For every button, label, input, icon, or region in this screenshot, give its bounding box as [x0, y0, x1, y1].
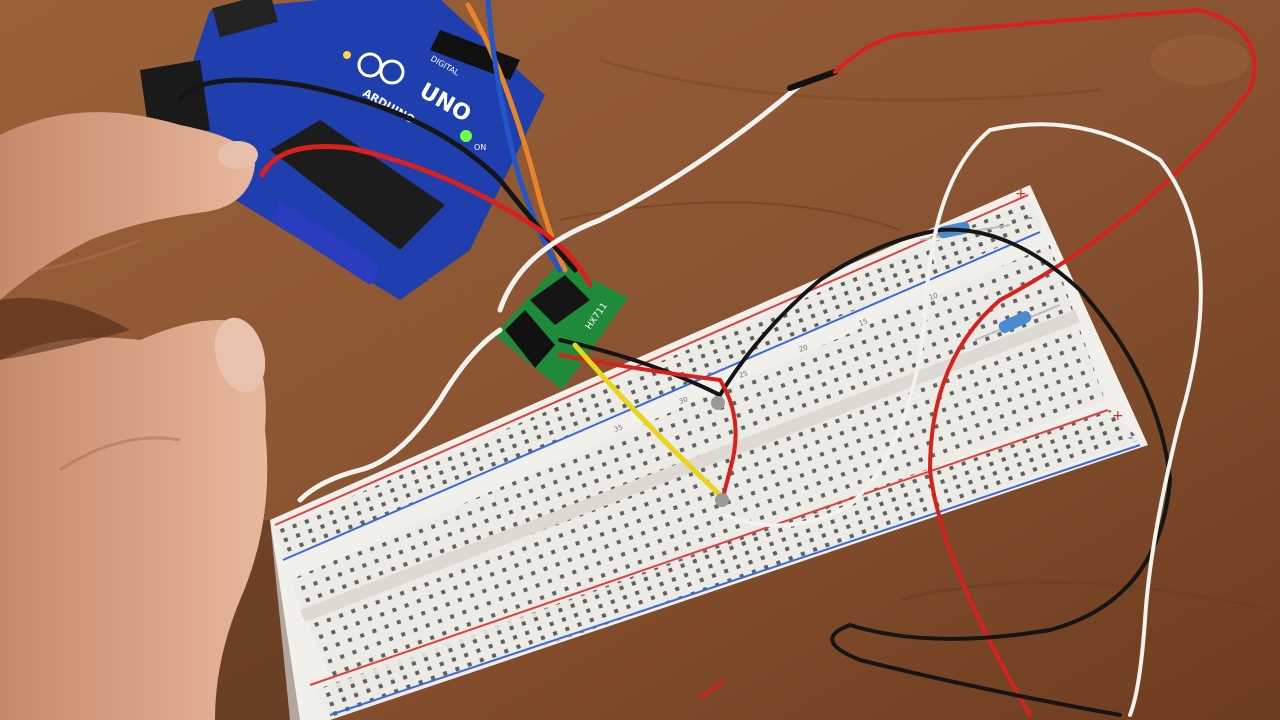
column-label-2: 30 — [678, 395, 689, 406]
rail-red-line-top — [274, 194, 1029, 526]
rail-blue-line-bottom — [329, 444, 1141, 716]
atmega-chip — [270, 120, 445, 250]
power-led-icon — [460, 130, 472, 142]
hx711-module: HX711 — [495, 262, 628, 390]
wire-pin-1 — [711, 396, 725, 410]
wire-red-module — [558, 353, 738, 502]
status-led-icon — [343, 51, 351, 59]
wires — [177, 0, 1257, 717]
column-label-1: 35 — [613, 423, 624, 434]
wire-white-top-tip — [787, 69, 838, 91]
wire-white-top — [497, 82, 803, 313]
rail-minus-top: - — [1028, 210, 1033, 226]
rail-plus-bottom: + — [1112, 408, 1124, 424]
arduino-logo-icon — [357, 52, 405, 85]
rail-blue-line-top — [282, 231, 1041, 561]
finger-crease — [39, 238, 141, 272]
rail-minus-bottom: - — [1128, 430, 1133, 446]
wire-red-scrap — [698, 680, 724, 700]
column-label-3: 25 — [738, 369, 749, 380]
index-fingernail — [218, 141, 258, 169]
wire-pin-2 — [715, 493, 729, 507]
wire-black-module — [558, 227, 1173, 717]
column-label-5: 15 — [858, 317, 869, 328]
thumb-and-palm — [0, 320, 268, 720]
finger-gap-shadow — [0, 298, 130, 360]
column-label-4: 20 — [798, 343, 809, 354]
wire-white-left — [297, 327, 503, 503]
wire-white-right — [723, 122, 1203, 717]
resistor-2 — [974, 304, 1061, 341]
wire-black-arduino — [177, 77, 578, 273]
thumbnail — [214, 317, 266, 393]
wire-red-arduino — [259, 144, 593, 288]
wire-yellow — [572, 342, 723, 498]
arduino-on-label: ON — [474, 143, 486, 152]
wire-red-top — [833, 7, 1257, 717]
rail-plus-top: + — [1015, 186, 1027, 202]
rail-red-line-bottom — [309, 409, 1109, 686]
wire-blue — [485, 0, 563, 273]
palm-crease — [59, 436, 181, 472]
index-finger — [0, 112, 255, 300]
hand — [0, 112, 300, 720]
column-label-6: 10 — [928, 291, 939, 302]
